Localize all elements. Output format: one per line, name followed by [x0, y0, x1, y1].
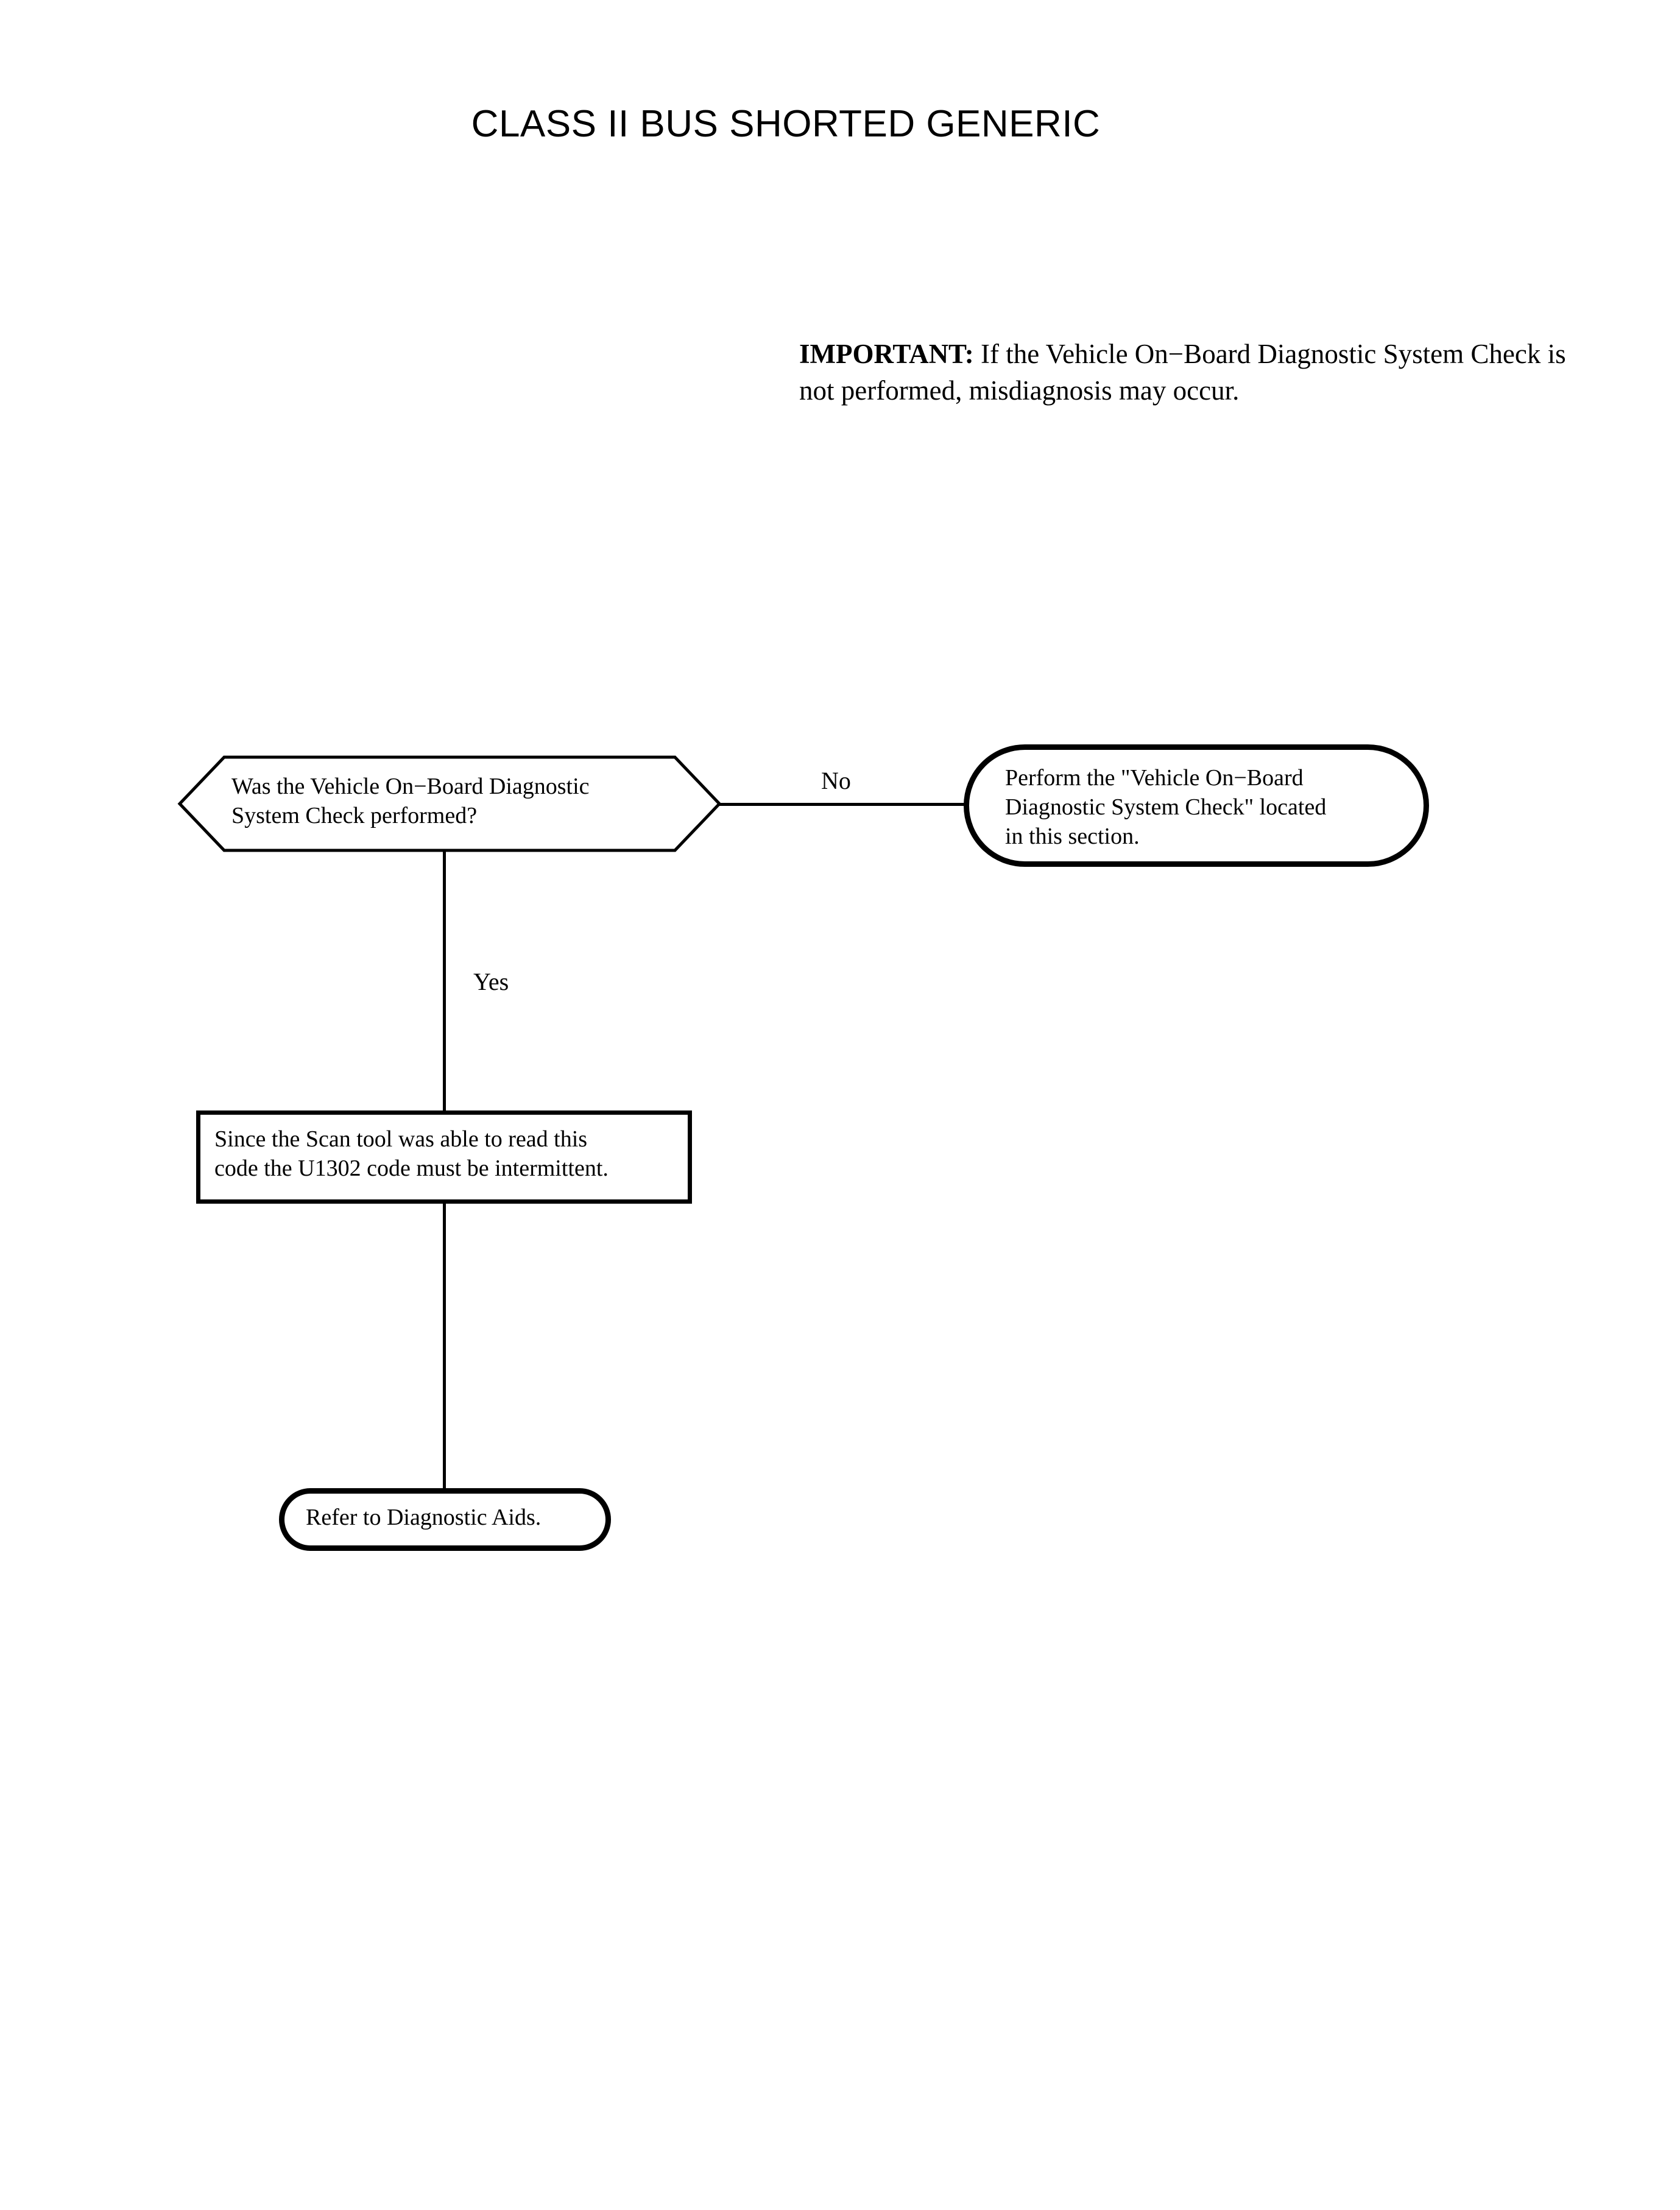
process-node-intermittent-label: Since the Scan tool was able to read thi…	[214, 1126, 609, 1181]
terminal-node-refer-diagnostic-aids[interactable]	[279, 1488, 611, 1551]
terminal-node-refer-label: Refer to Diagnostic Aids.	[306, 1505, 542, 1530]
connector-decision-to-perform	[719, 803, 966, 806]
important-note-body: If the Vehicle On−Board Diagnostic Syste…	[799, 339, 1566, 406]
branch-label-no: No	[821, 767, 851, 794]
decision-node-obd-check[interactable]	[177, 754, 722, 853]
decision-node-label: Was the Vehicle On−Board Diagnostic Syst…	[231, 774, 590, 828]
important-note: IMPORTANT: If the Vehicle On−Board Diagn…	[799, 336, 1603, 409]
important-note-lead: IMPORTANT:	[799, 339, 974, 369]
connector-decision-to-intermittent	[443, 850, 446, 1112]
hexagon-outline-icon	[177, 755, 722, 852]
branch-label-yes: Yes	[473, 968, 509, 995]
connector-intermittent-to-refer	[443, 1202, 446, 1490]
action-node-perform-obd-check[interactable]	[964, 744, 1429, 867]
action-node-perform-label: Perform the "Vehicle On−Board Diagnostic…	[1005, 765, 1327, 849]
page-title: CLASS II BUS SHORTED GENERIC	[471, 103, 1101, 145]
process-node-intermittent[interactable]	[196, 1110, 692, 1204]
